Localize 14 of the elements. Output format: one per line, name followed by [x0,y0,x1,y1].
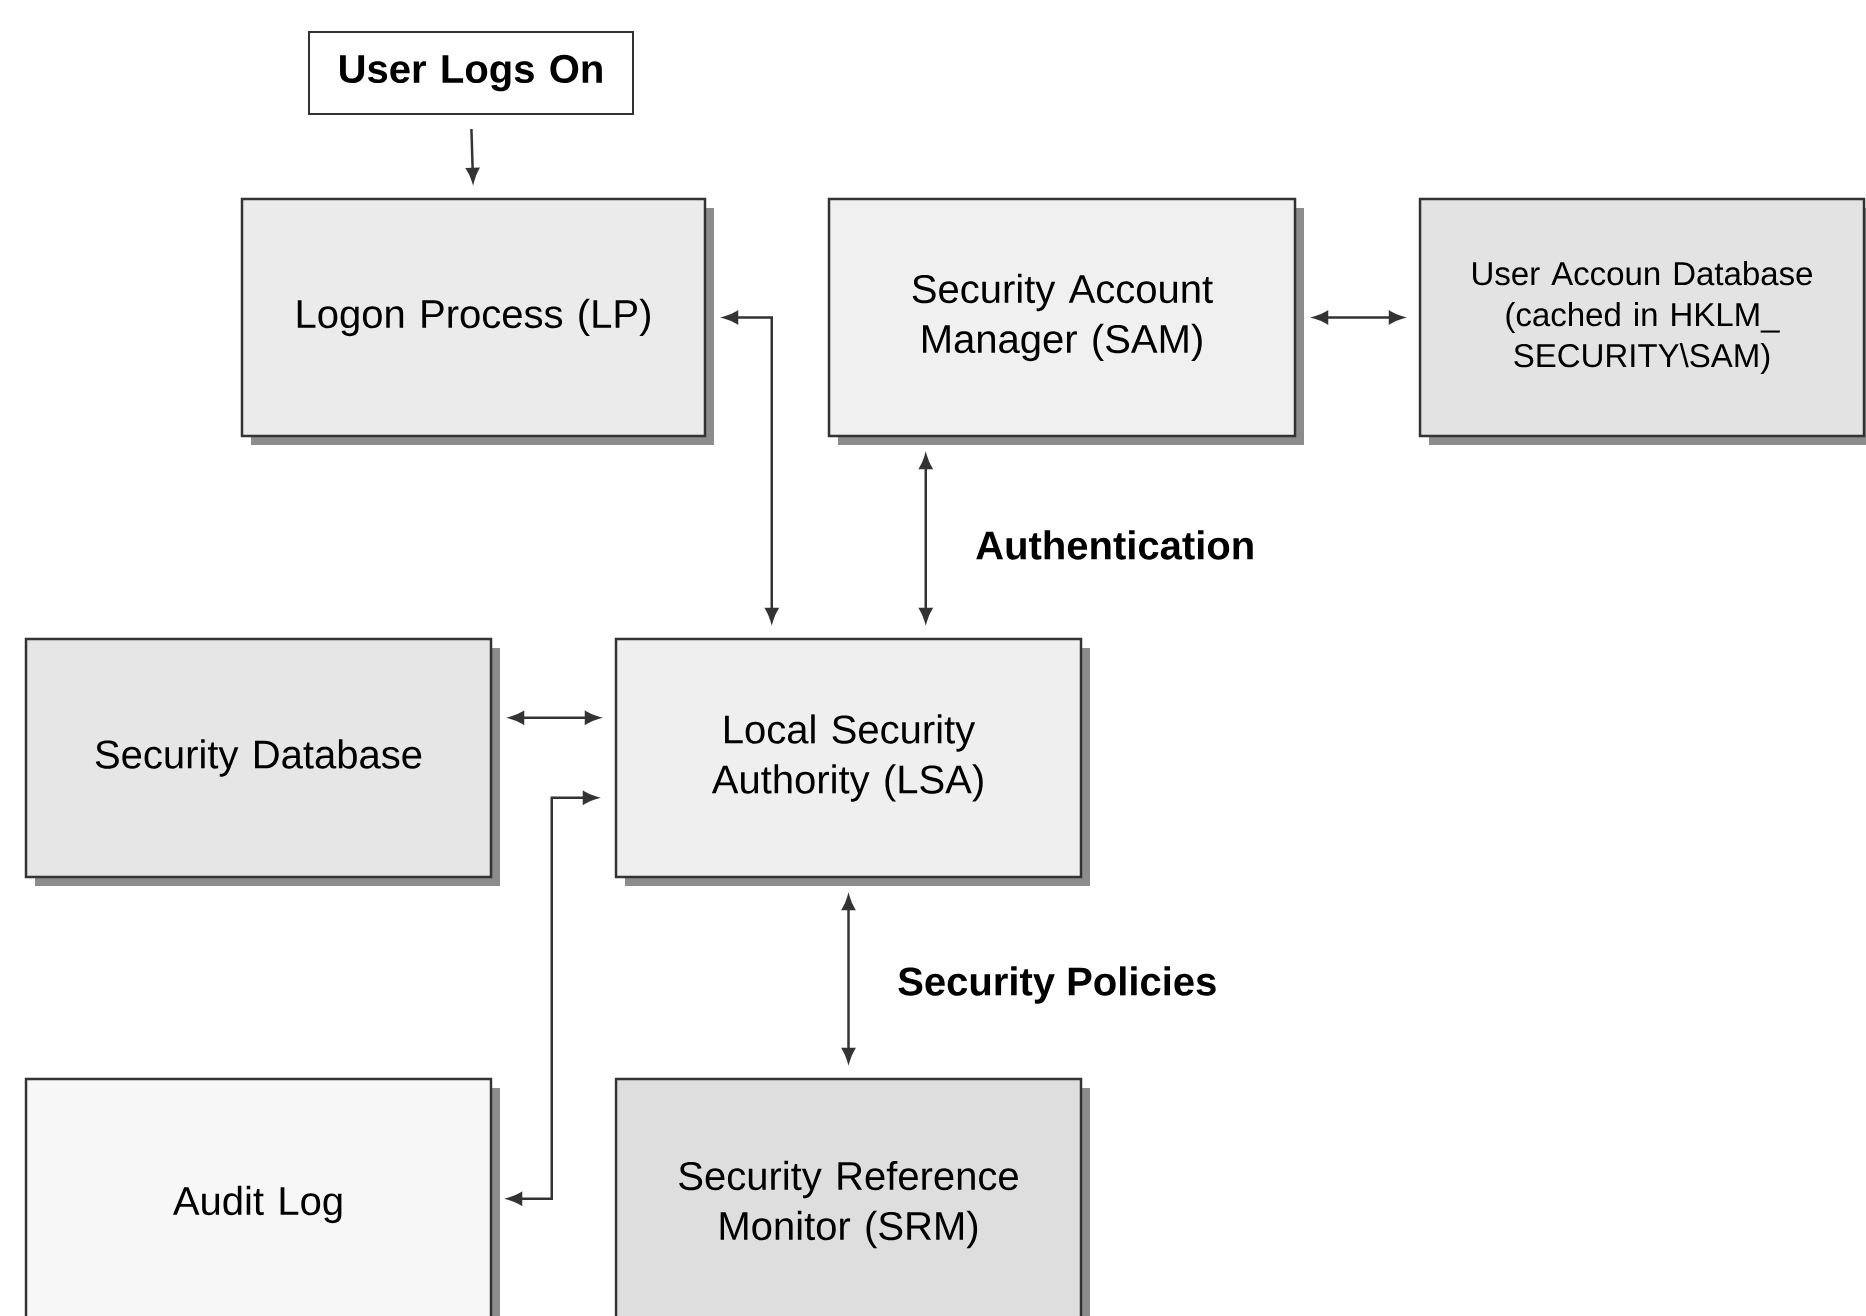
arrow [919,454,933,623]
arrow [507,791,598,1206]
edge-label: Security Policies [894,963,1221,1007]
process-box: Security Database [24,637,500,886]
process-box: Security Account Manager (SAM) [827,197,1304,445]
edge-label: Authentication [972,527,1259,563]
process-box: User Accoun Database (cached in HKLM_ SECURITY\SAM) [1418,197,1866,445]
process-box: Local Security Authority (LSA) [614,637,1090,886]
process-box: Audit Log [24,1077,500,1316]
arrow [466,128,480,183]
arrow [509,711,600,725]
process-box: Logon Process (LP) [240,197,714,445]
process-box: Security Reference Monitor (SRM) [614,1077,1090,1316]
start-box: User Logs On [308,31,634,115]
